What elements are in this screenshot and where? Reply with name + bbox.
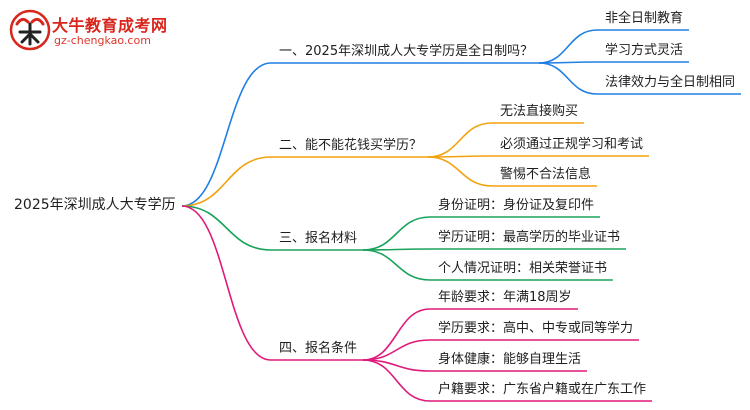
leaf-residence-requirement: 户籍要求：广东省户籍或在广东工作 xyxy=(438,382,647,397)
branch-materials: 三、报名材料 xyxy=(279,231,358,246)
branch-buy-diploma: 二、能不能花钱买学历？ xyxy=(279,138,423,153)
branch-requirements: 四、报名条件 xyxy=(279,341,358,356)
site-logo[interactable]: 大牛教育成考网 gz-chengkao.com xyxy=(8,8,167,52)
root-to-branch-connector xyxy=(181,62,272,207)
branch-to-leaf-connector xyxy=(362,359,431,402)
leaf-health-requirement: 身体健康：能够自理生活 xyxy=(438,352,582,367)
leaf-personal-proof: 个人情况证明：相关荣誉证书 xyxy=(438,261,608,276)
leaf-education-requirement: 学历要求：高中、中专或同等学力 xyxy=(438,321,634,336)
leaf-education-proof: 学历证明：最高学历的毕业证书 xyxy=(438,230,621,245)
root-topic: 2025年深圳成人大专学历 xyxy=(14,197,176,213)
branch-is-full-time: 一、2025年深圳成人大专学历是全日制吗？ xyxy=(279,44,534,59)
branch-to-leaf-connector xyxy=(362,249,431,281)
branch-to-leaf-connector xyxy=(427,122,493,158)
branch-to-leaf-connector xyxy=(427,156,493,187)
branch-to-leaf-connector xyxy=(538,29,598,64)
leaf-cannot-buy: 无法直接购买 xyxy=(500,104,579,119)
root-to-branch-connector xyxy=(181,205,272,251)
leaf-must-study-and-exam: 必须通过正规学习和考试 xyxy=(500,137,644,152)
root-to-branch-connector xyxy=(181,156,272,207)
logo-url: gz-chengkao.com xyxy=(54,34,151,47)
logo-title: 大牛教育成考网 xyxy=(52,16,168,35)
leaf-equal-legal-effect: 法律效力与全日制相同 xyxy=(605,75,736,90)
leaf-beware-illegal-info: 警惕不合法信息 xyxy=(500,167,592,182)
branch-to-leaf-connector xyxy=(538,62,598,95)
branch-to-leaf-connector xyxy=(362,216,431,251)
leaf-identity-proof: 身份证明：身份证及复印件 xyxy=(438,198,595,213)
bull-logo-icon xyxy=(9,9,51,51)
root-to-branch-connector xyxy=(181,205,272,361)
branch-to-leaf-connector xyxy=(362,339,431,361)
leaf-age-requirement: 年龄要求：年满18周岁 xyxy=(438,290,572,305)
leaf-part-time-education: 非全日制教育 xyxy=(605,11,684,26)
branch-to-leaf-connector xyxy=(362,308,431,361)
leaf-flexible-learning: 学习方式灵活 xyxy=(605,43,684,58)
